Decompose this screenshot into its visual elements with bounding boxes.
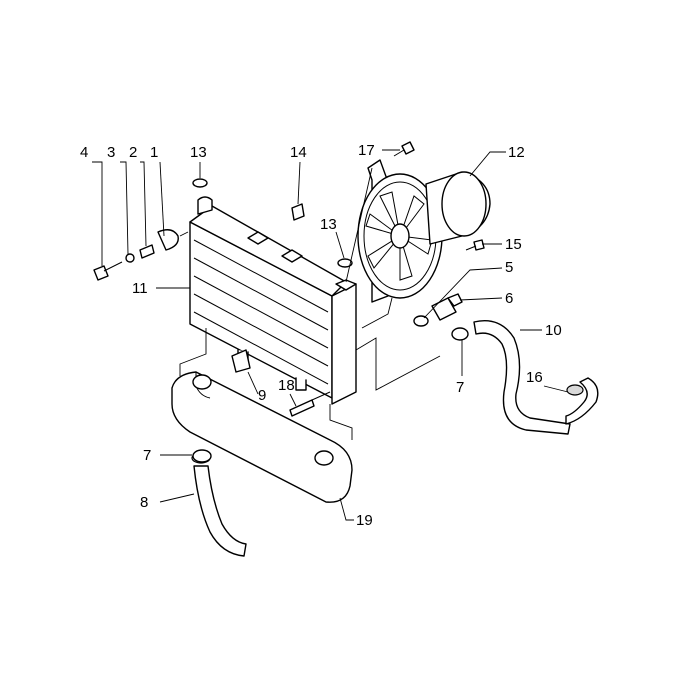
hose-10 (473, 320, 599, 435)
callout-5: 5 (505, 259, 513, 276)
expansion-tank (171, 371, 353, 503)
callouts: 1 2 3 4 5 6 7 7 8 9 10 11 12 13 13 14 15… (80, 142, 562, 529)
callout-6: 6 (505, 290, 513, 307)
assembly-lines (179, 167, 441, 440)
leader-lines (92, 149, 569, 521)
hose-8 (191, 452, 247, 557)
callout-1: 1 (150, 144, 158, 161)
cooling-fan (357, 159, 491, 303)
callout-15: 15 (505, 236, 522, 253)
callout-8: 8 (140, 494, 148, 511)
callout-7-upper: 7 (456, 379, 464, 396)
small-parts (93, 141, 485, 463)
callout-2: 2 (129, 144, 137, 161)
callout-9: 9 (258, 387, 266, 404)
callout-4: 4 (80, 144, 88, 161)
callout-11: 11 (132, 280, 148, 297)
callout-7-lower: 7 (143, 447, 151, 464)
callout-18: 18 (278, 377, 295, 394)
callout-13-upper: 13 (190, 144, 207, 161)
callout-16: 16 (526, 369, 543, 386)
callout-13-lower: 13 (320, 216, 337, 233)
callout-19: 19 (356, 512, 373, 529)
callout-14: 14 (290, 144, 307, 161)
callout-3: 3 (107, 144, 115, 161)
callout-10: 10 (545, 322, 562, 339)
callout-12: 12 (508, 144, 525, 161)
callout-17: 17 (358, 142, 375, 159)
